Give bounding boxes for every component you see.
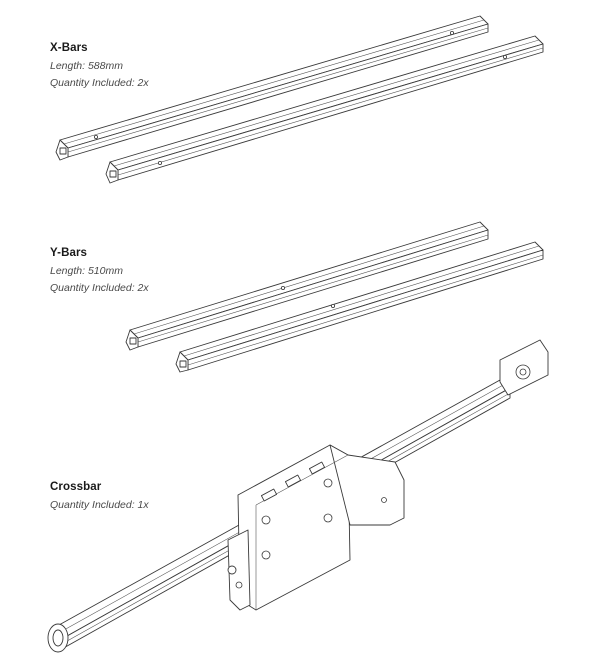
- x-bars-quantity: Quantity Included: 2x: [50, 77, 149, 89]
- crossbar-label: Crossbar Quantity Included: 1x: [50, 481, 149, 516]
- y-bar-2: [175, 241, 544, 373]
- y-bars-title: Y-Bars: [50, 247, 88, 259]
- y-bars-label: Y-Bars Length: 510mm Quantity Included: …: [50, 247, 149, 299]
- x-bars-length: Length: 588mm: [50, 60, 123, 72]
- x-bars-label: X-Bars Length: 588mm Quantity Included: …: [50, 42, 149, 94]
- x-bars-title: X-Bars: [50, 42, 88, 54]
- crossbar: [47, 339, 549, 653]
- y-bar-1: [125, 221, 489, 351]
- y-bars-length: Length: 510mm: [50, 265, 123, 277]
- y-bars-quantity: Quantity Included: 2x: [50, 282, 149, 294]
- crossbar-title: Crossbar: [50, 481, 102, 493]
- x-bar-2: [105, 35, 544, 184]
- crossbar-quantity: Quantity Included: 1x: [50, 499, 149, 511]
- x-bar-1: [55, 15, 489, 161]
